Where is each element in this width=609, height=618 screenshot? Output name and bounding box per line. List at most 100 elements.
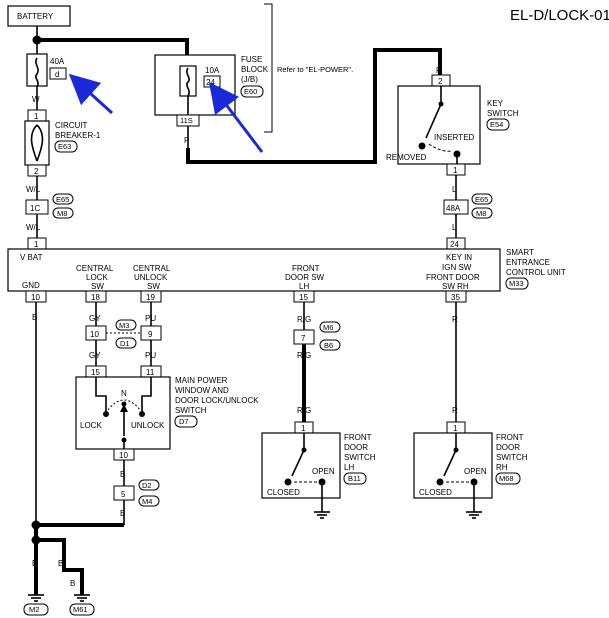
- door-lh-name1: FRONT: [344, 433, 372, 442]
- wire-color-w: W: [32, 95, 40, 104]
- mws-name3: DOOR LOCK/UNLOCK: [175, 396, 259, 405]
- wire-battery-fuseblock: [37, 38, 189, 58]
- mws-terminal-10: 10: [119, 451, 128, 460]
- fuse-block-out-terminal: 11S: [180, 116, 193, 125]
- key-switch: [397, 85, 481, 165]
- cu-fdl-label3: LH: [299, 282, 309, 291]
- junction-48a-num: 48A: [446, 204, 461, 213]
- wire-color-b-gnd: B: [32, 313, 37, 322]
- door-lh-name4: LH: [344, 463, 354, 472]
- keyswitch-terminal-1: 1: [453, 166, 458, 175]
- wire-color-rg-3: R/G: [297, 406, 311, 415]
- breaker-terminal-2: 2: [34, 167, 39, 176]
- jc-mid-right: 9: [148, 330, 153, 339]
- cu-gnd-terminal: 10: [31, 293, 40, 302]
- cu-cus-label2: UNLOCK: [134, 273, 168, 282]
- door-lh-connector: B11: [348, 474, 361, 483]
- cu-fdr-label2: SW RH: [442, 282, 469, 291]
- cu-vbat-label: V BAT: [20, 253, 43, 262]
- wire-color-rg-1: R/G: [297, 315, 311, 324]
- main-power-window-switch: [75, 376, 171, 450]
- cu-gnd-label: GND: [22, 281, 40, 290]
- wire-color-gy-1: GY: [89, 314, 101, 323]
- door-rh-name3: SWITCH: [496, 453, 528, 462]
- fuse-40a-id: d: [55, 70, 59, 79]
- wire-color-wl-1: W/L: [26, 185, 41, 194]
- front-door-switch-rh: [413, 432, 493, 499]
- breaker-name2: BREAKER-1: [55, 131, 101, 140]
- wire-color-wl-2: W/L: [26, 223, 41, 232]
- door-rh-connector: M68: [499, 474, 514, 483]
- mws-unlock: UNLOCK: [131, 421, 165, 430]
- cu-fdl-label1: FRONT: [292, 264, 320, 273]
- door-lh-terminal: 1: [301, 424, 306, 433]
- cu-connector: M33: [509, 279, 524, 288]
- junction-1c-c2: M8: [57, 209, 67, 218]
- wire-fuseblock-keyswitch: [186, 48, 442, 164]
- jc-door-c2: B6: [324, 341, 333, 350]
- cu-keyin-terminal: 24: [450, 240, 459, 249]
- cu-name1: SMART: [506, 248, 534, 257]
- wire-color-pu-2: PU: [145, 351, 156, 360]
- cu-cus-label1: CENTRAL: [133, 264, 171, 273]
- junction-48a-c1: E65: [475, 195, 488, 204]
- ground-m61: M61: [73, 605, 88, 614]
- jc-mid-c2: D1: [120, 339, 130, 348]
- breaker-name1: CIRCUIT: [55, 121, 88, 130]
- keyswitch-name1: KEY: [487, 99, 504, 108]
- wire-color-rg-2: R/G: [297, 351, 311, 360]
- breaker-connector: E63: [58, 142, 71, 151]
- fuse-block-name1: FUSE: [241, 55, 262, 64]
- keyswitch-terminal-2: 2: [438, 77, 443, 86]
- fuse-block-terminal: 24: [206, 78, 215, 87]
- breaker-terminal-1: 1: [34, 112, 39, 121]
- annotation-arrow-fuse10a: [208, 82, 264, 153]
- wire-color-r-1: R: [452, 315, 458, 324]
- wire-color-pu-1: PU: [145, 314, 156, 323]
- wire-color-l-1: L: [452, 185, 457, 194]
- cu-name3: CONTROL UNIT: [506, 268, 566, 277]
- ground-m2: M2: [29, 605, 39, 614]
- mws-lock: LOCK: [80, 421, 102, 430]
- wire-color-gy-2: GY: [89, 351, 101, 360]
- jc-mid-left: 10: [90, 330, 99, 339]
- mws-terminal-15: 15: [91, 368, 100, 377]
- wire-color-b-g3: B: [70, 579, 75, 588]
- cu-cls-label1: CENTRAL: [76, 264, 114, 273]
- wire-color-b-mws: B: [120, 470, 125, 479]
- keyswitch-connector: E54: [490, 120, 503, 129]
- cu-cls-label3: SW: [91, 282, 104, 291]
- cu-vbat-terminal: 1: [34, 240, 39, 249]
- front-door-switch-lh: [261, 432, 341, 499]
- fuse-block-connector: E60: [244, 87, 257, 96]
- door-lh-name2: DOOR: [344, 443, 368, 452]
- wire-color-p-left: P: [184, 136, 189, 145]
- diagram-title: EL-D/LOCK-01: [510, 7, 609, 24]
- cu-fdr-terminal: 35: [451, 293, 460, 302]
- door-rh-closed: CLOSED: [419, 488, 452, 497]
- mws-terminal-11: 11: [146, 368, 155, 377]
- fuse-40a-amp: 40A: [50, 57, 65, 66]
- wire-ground-m61: [36, 538, 84, 595]
- jc-bottom-num: 5: [121, 490, 126, 499]
- smart-entrance-control-unit: [7, 248, 501, 292]
- door-lh-name3: SWITCH: [344, 453, 376, 462]
- jc-bottom-c2: M4: [142, 497, 152, 506]
- jc-mid-c1: M3: [119, 321, 129, 330]
- battery-box: [7, 5, 71, 27]
- cu-name2: ENTRANCE: [506, 258, 550, 267]
- wire-color-p-right: P: [436, 66, 441, 75]
- mws-neutral: N: [121, 389, 127, 398]
- door-rh-name4: RH: [496, 463, 508, 472]
- wire-color-b-g1: B: [32, 559, 37, 568]
- keyswitch-name2: SWITCH: [487, 109, 519, 118]
- door-rh-terminal: 1: [453, 424, 458, 433]
- wire-color-r-2: R: [452, 406, 458, 415]
- door-rh-open: OPEN: [464, 467, 487, 476]
- door-rh-name1: FRONT: [496, 433, 524, 442]
- cu-fdl-terminal: 15: [299, 293, 308, 302]
- cu-cls-label2: LOCK: [86, 273, 108, 282]
- circuit-breaker: [24, 120, 50, 166]
